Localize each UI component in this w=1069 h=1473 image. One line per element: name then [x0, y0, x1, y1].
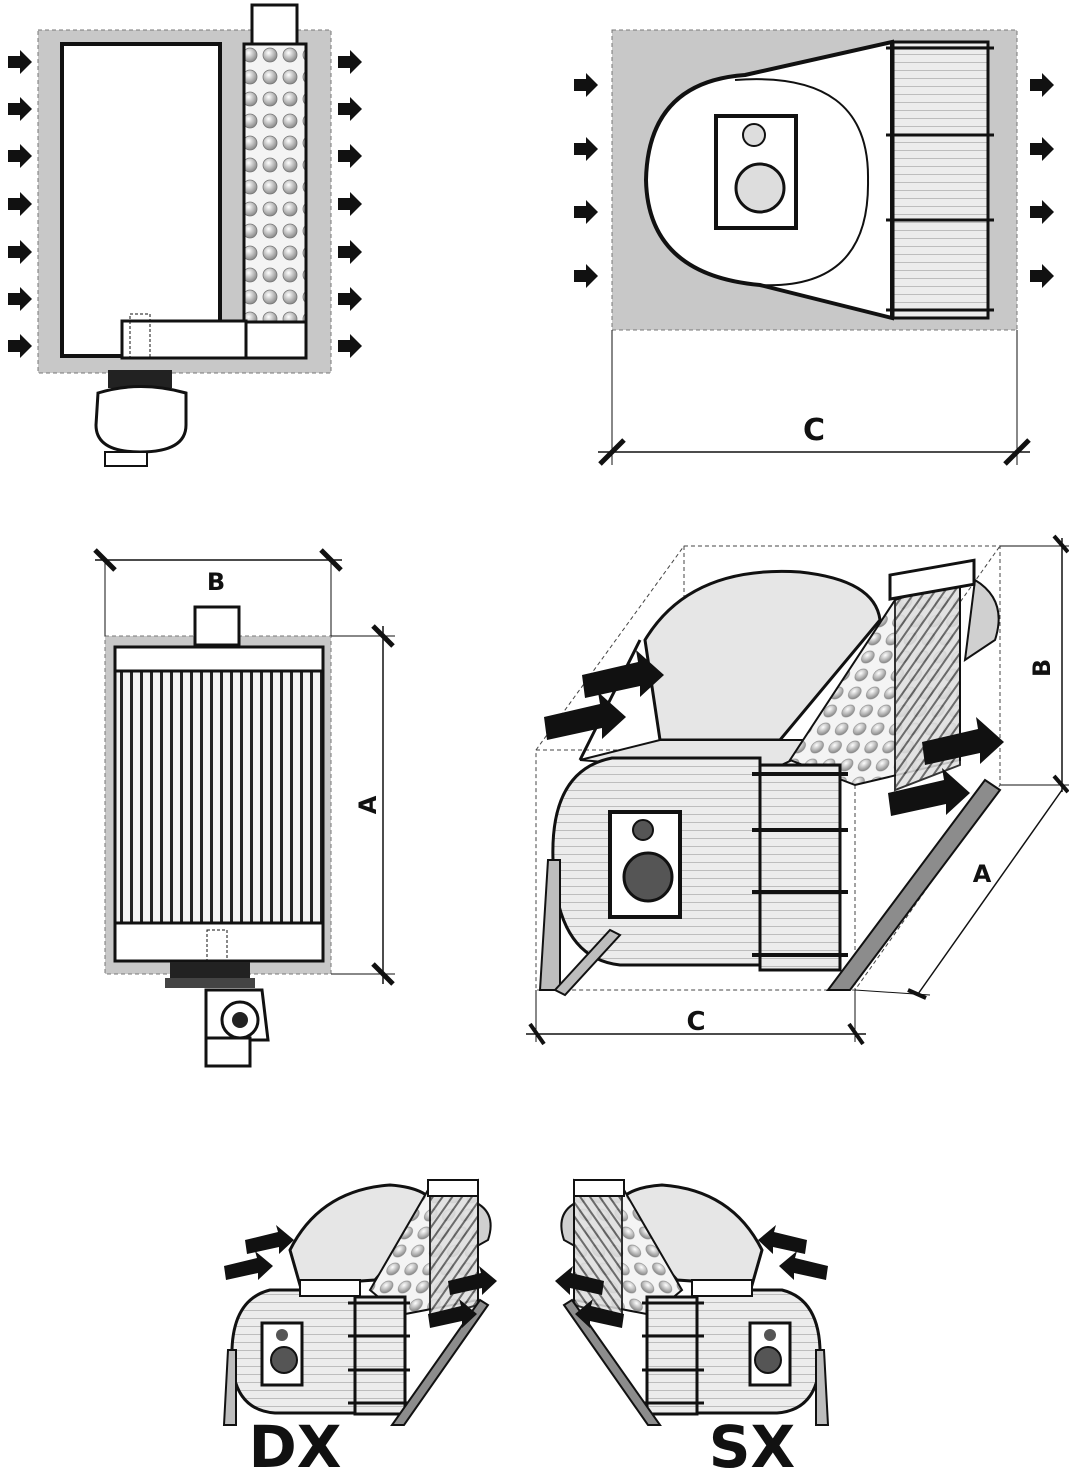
dimension-a-left [331, 624, 395, 986]
airflow-arrows-out [338, 50, 362, 358]
dimension-b-left [93, 548, 343, 636]
dimension-label-c-iso: C [686, 1007, 705, 1037]
airflow-arrows-in [758, 1225, 828, 1280]
view-front-left: B A [93, 548, 395, 1068]
dimension-label-a-left: A [354, 795, 382, 814]
airflow-arrows-out [555, 1266, 624, 1328]
dimension-c-iso [526, 990, 866, 1046]
dimension-label-a-iso: A [973, 860, 992, 888]
dimension-a-iso [854, 784, 1066, 1000]
airflow-arrows-out [888, 717, 1004, 816]
burner-icon [94, 370, 188, 467]
dimension-c-top [598, 330, 1031, 466]
airflow-arrows-out [1030, 73, 1054, 288]
burner-icon [165, 962, 270, 1068]
variant-dx: DX [222, 1178, 497, 1473]
airflow-arrows-out [428, 1266, 497, 1328]
dimension-label-b-iso: B [1028, 659, 1056, 677]
dimension-label-c-top: C [803, 413, 825, 448]
view-isometric: C B A [526, 534, 1069, 1046]
airflow-arrows-in [224, 1225, 294, 1280]
airflow-arrows-in [574, 73, 598, 288]
view-front-top: C [574, 29, 1054, 466]
airflow-arrows-in [8, 50, 32, 358]
airflow-arrows-in [544, 650, 664, 740]
dimension-label-b-left: B [207, 568, 225, 596]
variant-label-dx: DX [249, 1413, 342, 1473]
view-side-left [8, 3, 362, 467]
variant-label-sx: SX [709, 1413, 796, 1473]
variant-sx: SX [555, 1178, 830, 1473]
